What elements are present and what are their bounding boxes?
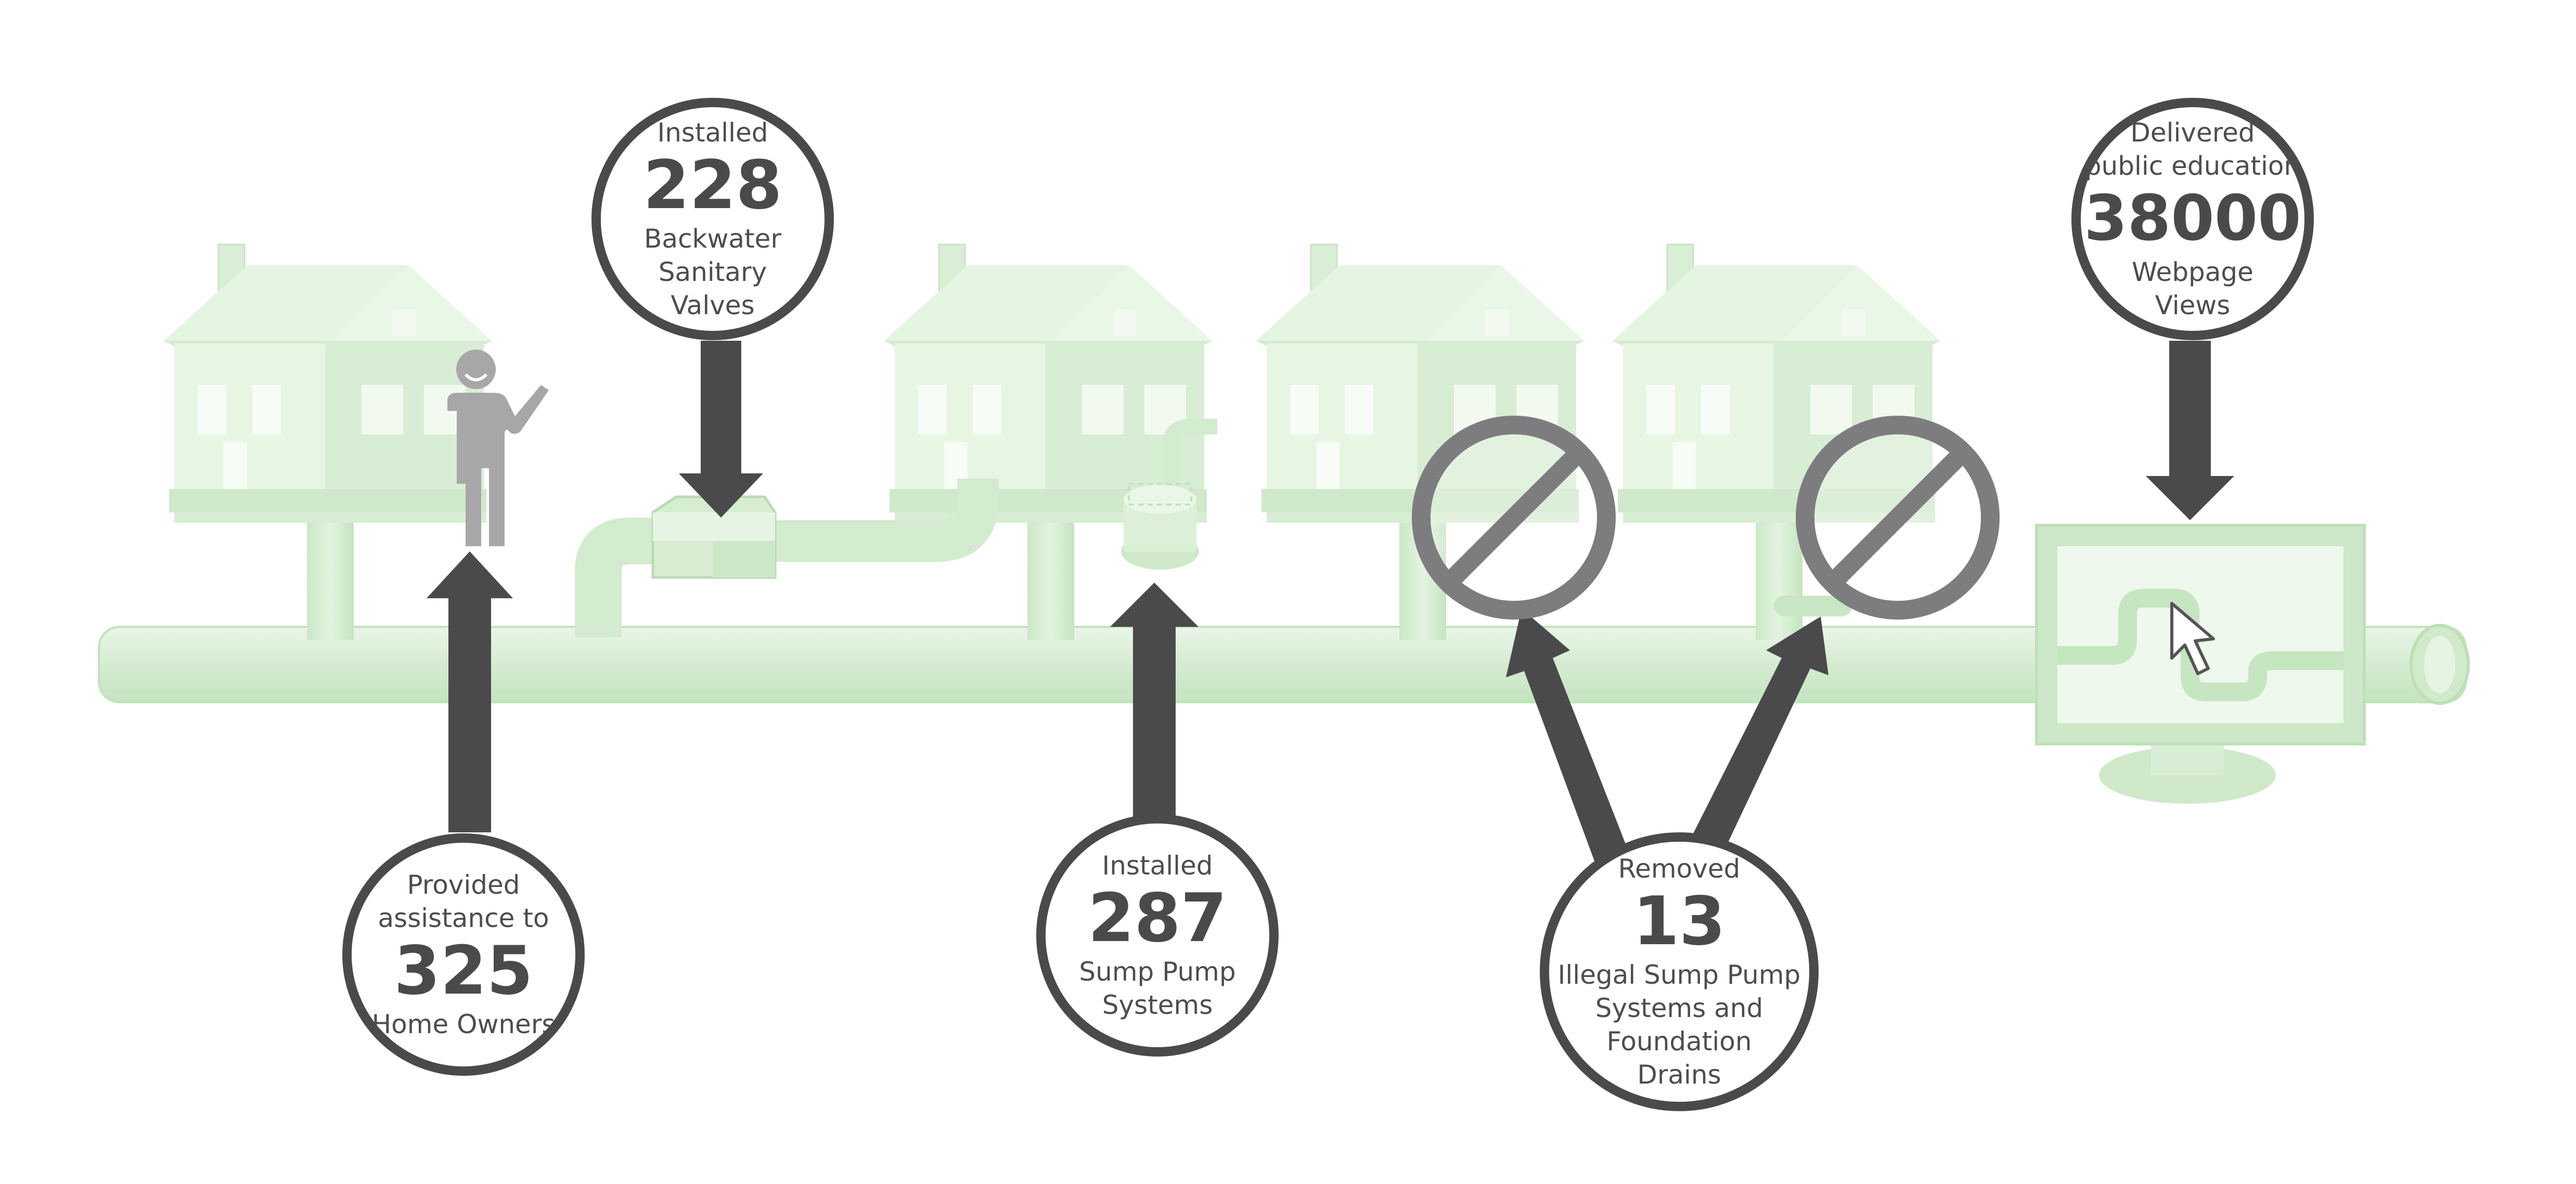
main-sewer-pipe bbox=[98, 624, 2470, 705]
arrow-removed-right bbox=[1685, 616, 1828, 861]
stat-text: Webpage bbox=[2132, 257, 2253, 287]
stat-number: 228 bbox=[643, 147, 782, 224]
arrow-up-sump bbox=[1110, 583, 1199, 832]
stat-text: Home Owners bbox=[371, 1009, 556, 1039]
cursor-icon bbox=[2170, 602, 2215, 675]
house-icon bbox=[883, 243, 1213, 640]
backwater-valve-icon bbox=[575, 479, 999, 637]
stat-text: Removed bbox=[1618, 854, 1741, 884]
stat-number: 325 bbox=[394, 932, 533, 1010]
stat-text: Delivered bbox=[2130, 118, 2255, 148]
prohibition-icon bbox=[1412, 416, 1616, 620]
stat-text: Installed bbox=[1102, 851, 1213, 881]
stat-text: Sanitary bbox=[658, 257, 767, 287]
stat-text: Backwater bbox=[644, 224, 781, 254]
arrow-up-homeowners bbox=[427, 551, 513, 832]
arrow-removed-left bbox=[1506, 609, 1627, 861]
stat-homeowners: Provided assistance to 325 Home Owners bbox=[342, 833, 585, 1076]
stat-text: Valves bbox=[671, 290, 755, 320]
stat-text: assistance to bbox=[378, 903, 549, 933]
house-icon bbox=[163, 243, 493, 640]
stat-sump-pump: Installed 287 Sump Pump Systems bbox=[1036, 814, 1279, 1057]
stat-text: Drains bbox=[1637, 1060, 1721, 1090]
drain-pipe bbox=[1774, 596, 1852, 616]
stat-text: Foundation bbox=[1606, 1026, 1752, 1057]
arrow-down-education bbox=[2146, 341, 2234, 520]
sump-pump-icon bbox=[1121, 419, 1217, 570]
stat-education: Delivered public education 38000 Webpage… bbox=[2071, 98, 2314, 340]
stat-number: 38000 bbox=[2084, 183, 2301, 255]
stat-text: Views bbox=[2155, 290, 2231, 320]
stat-text: public education bbox=[2084, 151, 2301, 181]
stat-text: Provided bbox=[407, 870, 520, 900]
stat-text: Systems bbox=[1102, 990, 1213, 1020]
person-icon bbox=[447, 350, 549, 546]
arrow-down-backwater bbox=[679, 341, 763, 518]
stat-backwater: Installed 228 Backwater Sanitary Valves bbox=[591, 98, 834, 340]
stat-text: Sump Pump bbox=[1079, 957, 1236, 987]
stat-text: Illegal Sump Pump bbox=[1557, 960, 1801, 990]
stat-removed: Removed 13 Illegal Sump Pump Systems and… bbox=[1540, 832, 1819, 1111]
prohibition-icon bbox=[1796, 416, 2000, 620]
stat-text: Installed bbox=[657, 118, 768, 148]
stat-number: 287 bbox=[1088, 880, 1227, 957]
stat-text: Systems and bbox=[1595, 993, 1763, 1023]
stat-number: 13 bbox=[1632, 883, 1726, 960]
